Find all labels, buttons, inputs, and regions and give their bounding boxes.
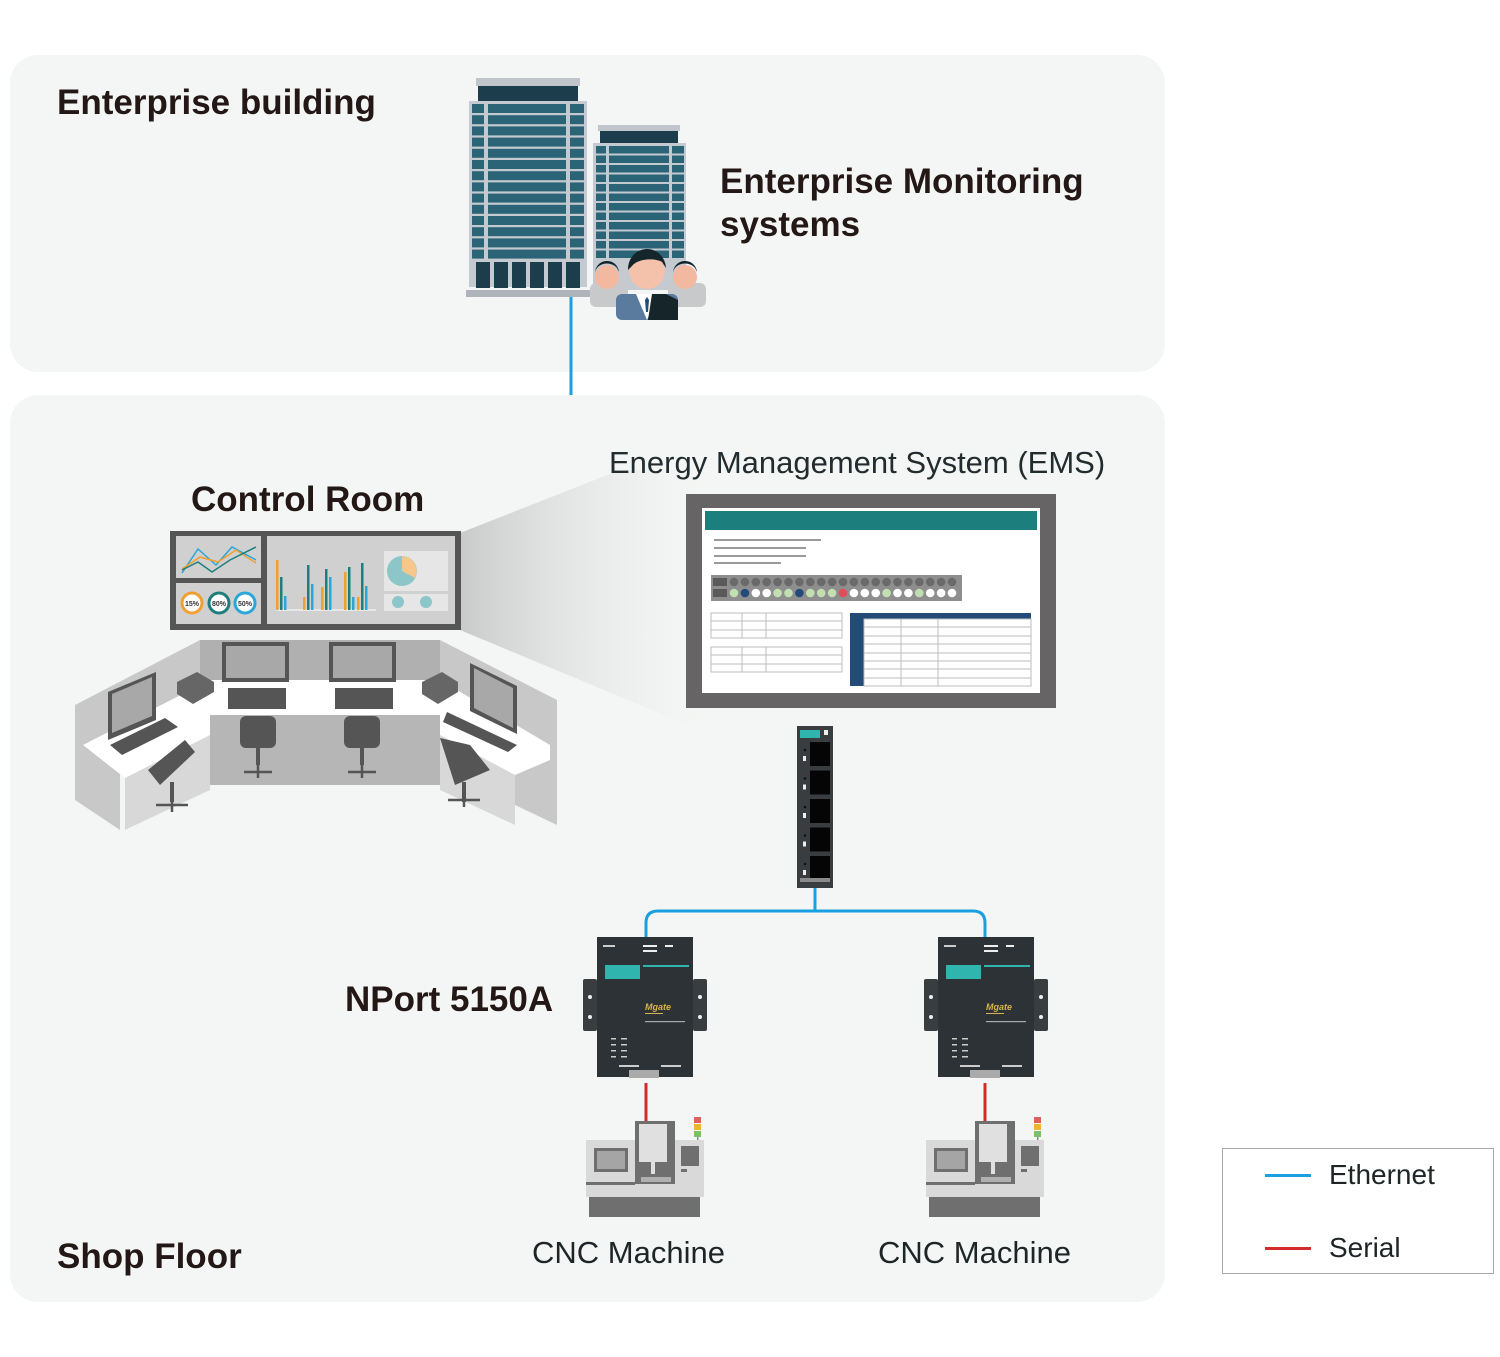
legend-label-ethernet: Ethernet	[1329, 1159, 1435, 1190]
serial-device-server-icon: Mgate	[924, 937, 1048, 1078]
serial-device-server-icon: Mgate	[583, 937, 707, 1078]
ethernet-link-gateways	[644, 888, 987, 938]
svg-text:Mgate: Mgate	[645, 1002, 671, 1012]
legend-item-serial: Serial	[1265, 1232, 1401, 1264]
ethernet-line-swatch	[1265, 1173, 1311, 1177]
enterprise-monitoring-label: Enterprise Monitoring systems	[720, 160, 1084, 246]
cnc-machine-label-2: CNC Machine	[878, 1235, 1071, 1270]
legend: Ethernet Serial	[1222, 1148, 1494, 1274]
enterprise-monitoring-label-line2: systems	[720, 205, 861, 244]
cnc-machine-label-1: CNC Machine	[532, 1235, 725, 1270]
building-windows	[472, 104, 684, 288]
gauge-label-3: 50%	[238, 601, 253, 608]
zoom-beam	[460, 470, 700, 730]
enterprise-monitoring-label-line1: Enterprise Monitoring	[720, 162, 1084, 201]
ethernet-switch-icon	[797, 726, 833, 888]
cnc-machine-icon	[926, 1117, 1044, 1217]
cnc-machine-icon	[586, 1117, 704, 1217]
svg-text:Mgate: Mgate	[986, 1002, 1012, 1012]
people-icon	[590, 248, 706, 320]
nport-label: NPort 5150A	[345, 980, 554, 1019]
legend-label-serial: Serial	[1329, 1232, 1401, 1263]
ems-monitor-icon	[686, 494, 1056, 708]
control-room-label: Control Room	[191, 480, 425, 519]
enterprise-zone-label: Enterprise building	[57, 83, 376, 122]
enterprise-zone	[10, 55, 1165, 372]
gauge-label-1: 15%	[185, 601, 200, 608]
control-room-dashboard	[170, 531, 461, 630]
legend-item-ethernet: Ethernet	[1265, 1159, 1435, 1191]
gauge-label-2: 80%	[212, 601, 227, 608]
ems-label: Energy Management System (EMS)	[609, 445, 1106, 480]
control-room-workstations-icon	[75, 640, 557, 830]
serial-line-swatch	[1265, 1246, 1311, 1250]
shop-floor-label: Shop Floor	[57, 1237, 242, 1276]
